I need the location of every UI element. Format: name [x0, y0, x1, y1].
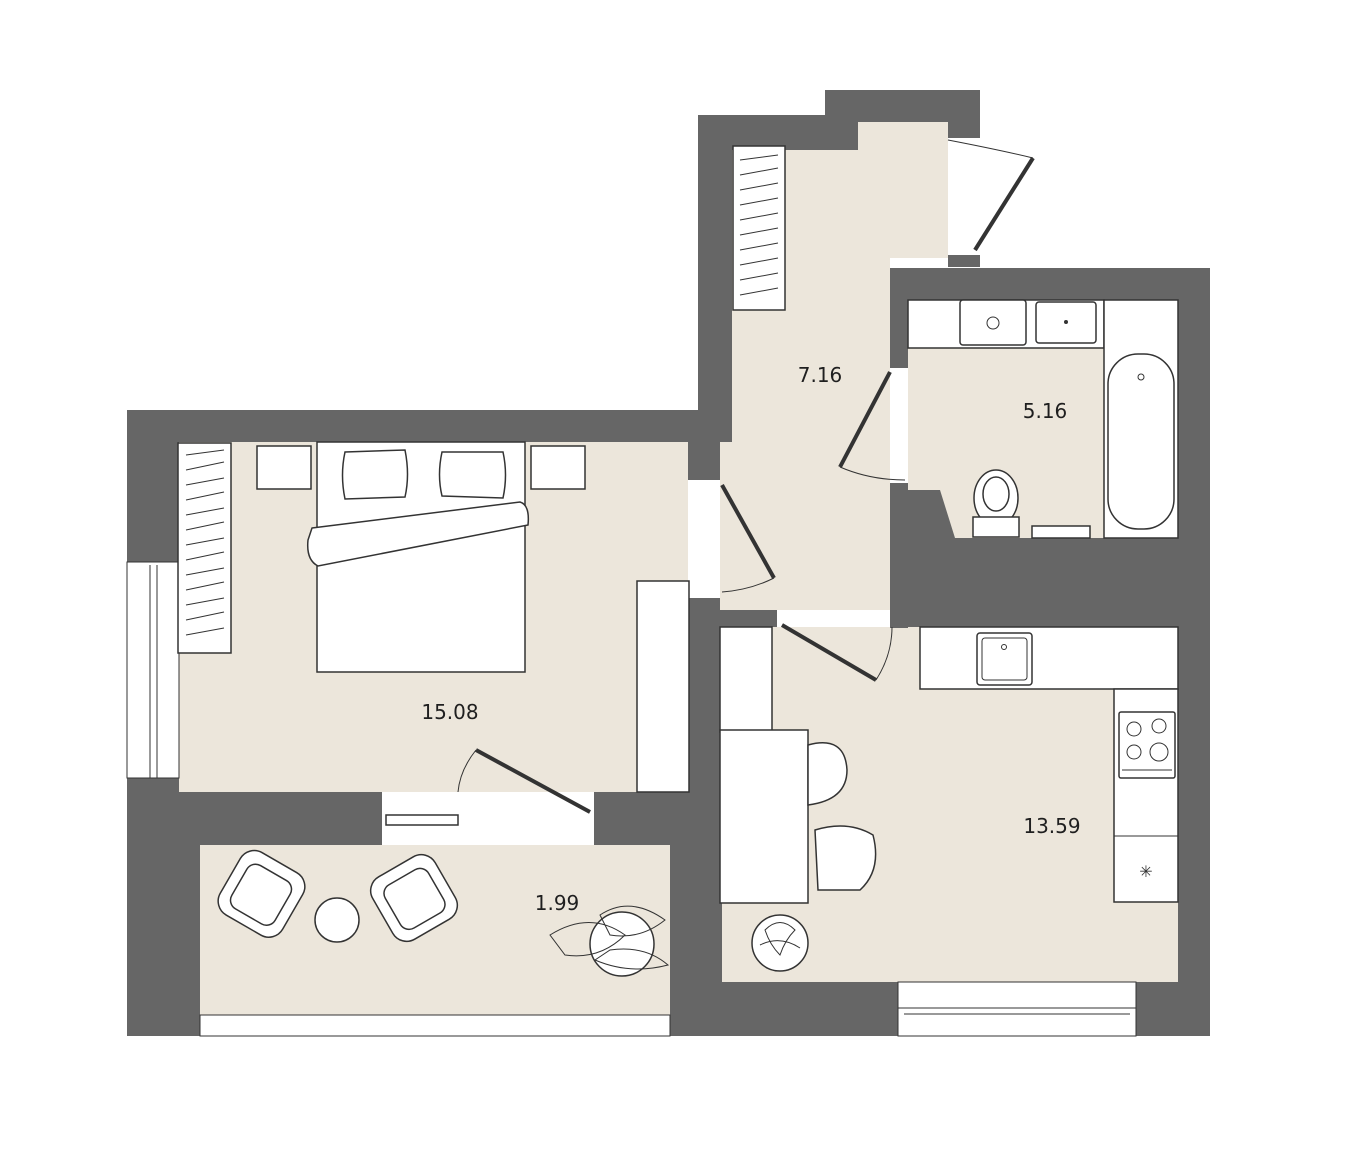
bathtub — [1107, 353, 1175, 530]
dresser — [636, 580, 690, 793]
wall-bedroom-bottom-right — [594, 792, 720, 845]
wall-hallway-top — [698, 90, 980, 442]
toilet-tank — [972, 516, 1020, 538]
wall-door-jamb — [948, 255, 980, 267]
bedroom-opening — [688, 480, 720, 598]
pillow-left — [341, 449, 409, 500]
wall-right — [1178, 268, 1210, 1036]
wall-bedroom-bottom-left — [127, 792, 382, 845]
wardrobe-hangers — [185, 449, 225, 636]
room-area-bathroom: 5.16 — [1023, 399, 1068, 423]
wardrobe-hallway-hangers — [739, 154, 779, 296]
coffee-table — [314, 897, 360, 943]
burner-4 — [1149, 742, 1169, 762]
kitchen-sink-basin — [981, 637, 1028, 681]
bathroom-furniture — [907, 299, 1179, 539]
dining-table — [719, 729, 809, 904]
room-area-bedroom: 15.08 — [421, 700, 478, 724]
bedroom-door-swing — [721, 577, 775, 593]
room-area-hallway: 7.16 — [798, 363, 843, 387]
bathroom-door-leaf — [838, 371, 892, 468]
sink-drain — [1064, 320, 1068, 324]
bathroom-opening — [890, 368, 908, 483]
room-area-balcony: 1.99 — [535, 891, 580, 915]
room-area-kitchen: 13.59 — [1023, 814, 1080, 838]
dining-chair-1 — [807, 742, 848, 806]
balcony-door-fixed-leaf — [385, 814, 459, 826]
entrance-door-leaf — [973, 156, 1035, 252]
kitchen-sink — [976, 632, 1033, 686]
nightstand-left — [256, 445, 312, 490]
burner-3 — [1126, 744, 1142, 760]
kitchen-cabinet-left — [719, 626, 773, 733]
cooktop — [1118, 711, 1176, 779]
wall-balcony-right — [670, 845, 722, 1036]
burner-2 — [1151, 718, 1167, 734]
hallway-furniture — [732, 145, 786, 311]
room-labels: 7.16 5.16 15.08 13.59 1.99 — [421, 363, 1080, 915]
kitchen-sink-drain — [1001, 644, 1007, 650]
kitchen-furniture: ✳ — [719, 626, 1179, 972]
bathtub-drain — [1137, 373, 1145, 381]
wall-partition-3 — [688, 627, 720, 792]
plant-pot-kitchen — [751, 914, 809, 972]
wall-bath-left-upper — [890, 268, 908, 368]
kitchen-door-leaf — [780, 623, 878, 682]
balcony-furniture — [217, 849, 670, 977]
plant-balcony — [549, 905, 670, 970]
kitchen-door-swing — [875, 626, 893, 681]
plant-kitchen — [759, 922, 801, 956]
toilet-seat — [982, 476, 1010, 512]
wall-kitchen-bottom-right — [1136, 982, 1210, 1036]
burner-1 — [1126, 721, 1142, 737]
blanket — [306, 501, 530, 567]
bedroom-door-leaf — [720, 484, 776, 579]
plant-pot-balcony — [589, 911, 655, 977]
walls — [126, 90, 1210, 1037]
doors — [382, 138, 1035, 845]
wall-kitchen-top-left — [720, 610, 777, 627]
armchair-right-seat — [383, 867, 446, 931]
kitchen-opening — [777, 610, 890, 627]
nightstand-right — [530, 445, 586, 490]
balcony-door-swing — [457, 749, 477, 793]
wall-bath-top — [890, 268, 1210, 300]
bedroom-furniture — [177, 441, 690, 793]
entrance-opening — [948, 138, 980, 255]
wall-bath-bottom — [890, 490, 1178, 627]
bathroom-door-swing — [839, 466, 906, 481]
wall-bedroom-left-upper — [127, 410, 179, 562]
washing-machine — [959, 299, 1027, 346]
washing-machine-drum — [986, 316, 1000, 330]
wall-balcony-left — [127, 845, 200, 1036]
armchair-left-seat — [229, 863, 293, 926]
wall-kitchen-bottom-left — [720, 982, 898, 1036]
window-kitchen — [897, 981, 1137, 1037]
wardrobe-bedroom — [177, 442, 232, 654]
snowflake-icon: ✳ — [1139, 862, 1152, 881]
wall-bedroom-top — [127, 410, 702, 442]
balcony-railing — [199, 1014, 671, 1037]
balcony-door-leaf — [475, 748, 591, 814]
dining-chair-2 — [814, 825, 877, 891]
pillow-right — [438, 451, 507, 499]
window-bedroom — [126, 561, 180, 779]
towel-rail — [1031, 525, 1091, 539]
entrance-door-swing — [947, 139, 1034, 159]
kitchen-counter-top — [919, 626, 1179, 690]
wall-partition-1 — [688, 442, 720, 480]
